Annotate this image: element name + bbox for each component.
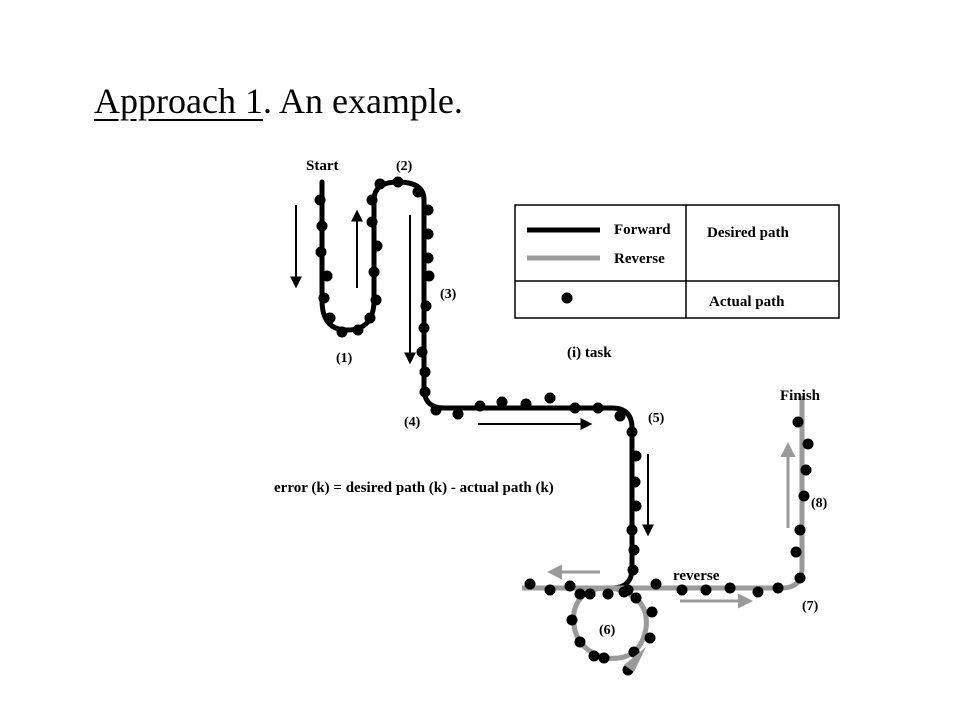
point-label-6: (6)	[599, 623, 616, 638]
actual-path-dot	[644, 632, 656, 644]
finish-label: Finish	[780, 388, 821, 404]
error-formula: error (k) = desired path (k) - actual pa…	[274, 480, 554, 496]
actual-path-dot	[374, 178, 386, 190]
actual-path-dot	[566, 614, 578, 626]
actual-path-dot	[592, 402, 604, 414]
point-label-4: (4)	[404, 415, 421, 430]
actual-path-dot	[798, 490, 810, 502]
actual-path-dot	[366, 216, 378, 228]
actual-path-dot	[430, 404, 442, 416]
actual-path-dot	[422, 252, 434, 264]
point-label-5: (5)	[648, 411, 665, 426]
actual-path-dot	[629, 476, 641, 488]
actual-path-dot	[364, 312, 376, 324]
actual-path-dot	[650, 578, 662, 590]
actual-path-dot	[626, 426, 638, 438]
start-label: Start	[306, 158, 339, 174]
point-label-3: (3)	[440, 287, 457, 302]
actual-path-dot	[419, 366, 431, 378]
actual-path-dot	[318, 292, 330, 304]
actual-path-dot	[544, 392, 556, 404]
actual-path-dot	[627, 564, 639, 576]
actual-path-dot	[315, 246, 327, 258]
actual-path-dot	[588, 650, 600, 662]
actual-path-dot	[419, 386, 431, 398]
point-label-8: (8)	[811, 496, 828, 511]
actual-path-dot	[792, 416, 804, 428]
actual-path-dot	[496, 396, 508, 408]
slide-title-underlined: Approach 1	[94, 81, 263, 121]
actual-path-dot	[368, 266, 380, 278]
actual-path-dot	[420, 300, 432, 312]
actual-path-dot	[794, 524, 806, 536]
actual-path-dot	[422, 228, 434, 240]
desired-reverse-path	[522, 396, 805, 661]
actual-path-dot	[392, 176, 404, 188]
actual-path-dot	[416, 346, 428, 358]
actual-path-dot	[630, 592, 642, 604]
actual-path-dot	[676, 584, 688, 596]
actual-path-dot	[336, 326, 348, 338]
actual-path-dot	[802, 438, 814, 450]
actual-path-dot	[794, 572, 806, 584]
actual-path-dot	[598, 652, 610, 664]
actual-path-dot	[321, 270, 333, 282]
actual-path-dot	[700, 584, 712, 596]
actual-path-dot	[316, 220, 328, 232]
legend-reverse-label: Reverse	[614, 251, 665, 267]
actual-path-dot	[324, 312, 336, 324]
actual-path-dot	[724, 582, 736, 594]
actual-path-dot	[574, 588, 586, 600]
reverse-label: reverse	[673, 568, 720, 584]
actual-path-dot	[569, 402, 581, 414]
actual-path-dot	[618, 586, 630, 598]
task-label: (i) task	[567, 345, 612, 361]
actual-path-dot	[752, 586, 764, 598]
actual-path-dot	[544, 584, 556, 596]
actual-path-dot	[418, 322, 430, 334]
actual-path-dot	[314, 194, 326, 206]
slide-title: Approach 1. An example.	[94, 80, 463, 122]
actual-path-dot	[772, 582, 784, 594]
actual-path-dot	[614, 410, 626, 422]
actual-path-dot	[630, 450, 642, 462]
actual-path-dot	[790, 546, 802, 558]
actual-path-dot	[646, 606, 658, 618]
actual-path-dot	[630, 500, 642, 512]
actual-path-dot	[564, 580, 576, 592]
actual-path-dot	[602, 588, 614, 600]
legend-forward-label: Forward	[614, 222, 671, 238]
legend: Forward Reverse Desired path Actual path	[514, 204, 840, 319]
point-label-2: (2)	[396, 159, 413, 174]
legend-actual-dot	[561, 292, 573, 304]
slide-title-rest: . An example.	[262, 81, 463, 121]
actual-path-dot	[628, 544, 640, 556]
actual-path-dot	[520, 398, 532, 410]
actual-path-dot	[422, 204, 434, 216]
point-label-7: (7)	[802, 599, 819, 614]
direction-arrows	[290, 205, 796, 672]
actual-path-dot	[524, 578, 536, 590]
actual-path-dot	[474, 400, 486, 412]
actual-path-dot	[574, 636, 586, 648]
actual-path-dot	[371, 240, 383, 252]
actual-path-dot	[370, 294, 382, 306]
actual-path-dot	[352, 324, 364, 336]
legend-actual-label: Actual path	[709, 294, 785, 310]
actual-path-dot	[452, 408, 464, 420]
actual-path-dot	[423, 270, 435, 282]
point-label-1: (1)	[336, 351, 353, 366]
actual-path-dot	[626, 524, 638, 536]
legend-desired-label: Desired path	[707, 225, 789, 241]
actual-path-dots	[314, 176, 814, 676]
actual-path-dot	[412, 186, 424, 198]
actual-path-dot	[800, 464, 812, 476]
actual-path-dot	[584, 588, 596, 600]
actual-path-dot	[366, 194, 378, 206]
